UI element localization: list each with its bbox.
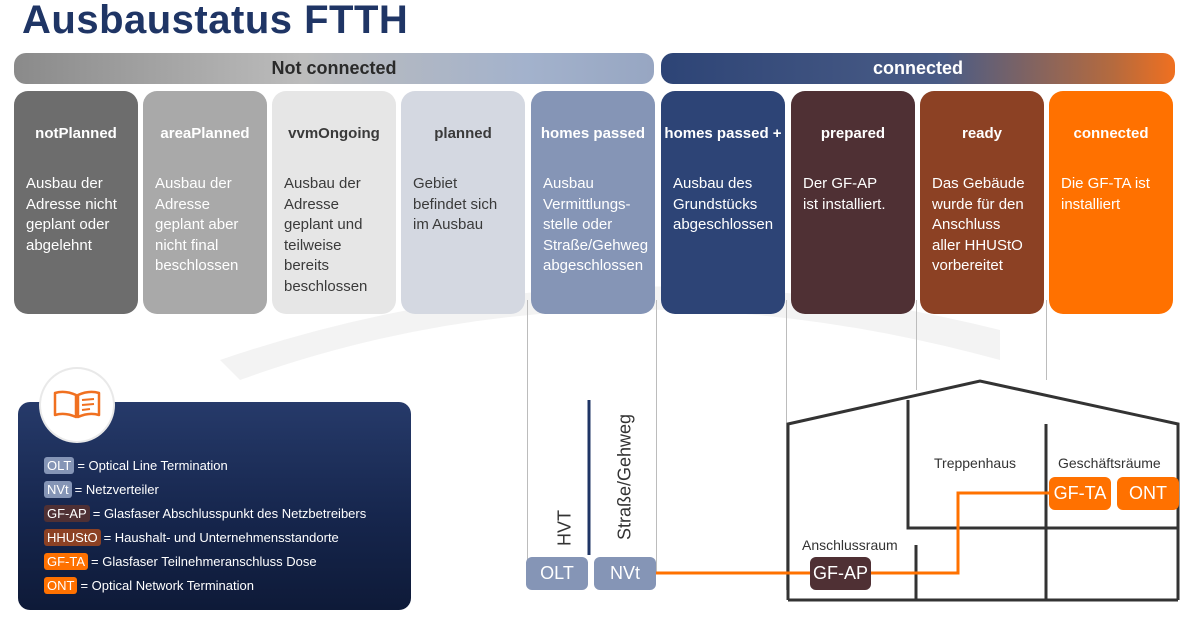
status-card-description: Ausbau der Adresse geplant aber nicht fi…	[155, 175, 239, 274]
book-icon-circle	[41, 369, 113, 441]
status-card-description: Ausbau des Grundstücks abgeschlossen	[673, 175, 774, 233]
guide-line	[656, 300, 657, 572]
guide-line	[916, 300, 917, 390]
legend-row: HHUStO= Haushalt- und Unternehmensstando…	[44, 529, 339, 546]
status-card-title: areaPlanned	[160, 125, 250, 142]
legend-abbr-tag: OLT	[44, 457, 75, 474]
geschaeftsraeume-label: Geschäftsräume	[1058, 455, 1161, 471]
gfap-box: GF-AP	[810, 557, 871, 590]
treppenhaus-label: Treppenhaus	[934, 455, 1016, 471]
legend-text: = Glasfaser Teilnehmeranschluss Dose	[91, 554, 317, 569]
legend-text: = Optical Line Termination	[77, 458, 228, 473]
status-card-description: Ausbau der Adresse geplant und teilweise…	[284, 175, 368, 295]
strasse-label: Straße/Gehweg	[614, 413, 635, 541]
nvt-box: NVt	[594, 557, 656, 590]
status-card-description: Die GF-TA ist installiert	[1061, 175, 1150, 213]
status-card-title: planned	[434, 125, 492, 142]
banner-connected: connected	[661, 53, 1175, 84]
status-card-title: ready	[961, 125, 1003, 142]
status-card-description: Gebiet befindet sich im Ausbau	[413, 175, 498, 233]
legend-text: = Netzverteiler	[74, 482, 159, 497]
status-card-description: Ausbau der Adresse nicht geplant oder ab…	[26, 175, 117, 254]
fiber-line-inhouse	[870, 491, 1050, 575]
status-card-description: Der GF-AP ist installiert.	[803, 175, 886, 213]
legend-abbr-tag: HHUStO	[44, 529, 101, 546]
page-title: Ausbaustatus FTTH	[22, 0, 409, 42]
status-card-description: Das Gebäude wurde für den Anschluss alle…	[932, 175, 1025, 274]
status-card-title: connected	[1073, 125, 1149, 142]
status-card: homes passed + Ausbau des Grundstücks abg…	[661, 91, 785, 314]
legend-text: = Glasfaser Abschlusspunkt des Netzbetre…	[92, 506, 367, 521]
legend-row: ONT= Optical Network Termination	[44, 577, 254, 594]
legend-row: NVt= Netzverteiler	[44, 481, 159, 498]
legend-row: GF-TA= Glasfaser Teilnehmeranschluss Dos…	[44, 553, 317, 570]
ont-box: ONT	[1117, 477, 1179, 510]
legend-row: GF-AP= Glasfaser Abschlusspunkt des Netz…	[44, 505, 366, 522]
legend-abbr-tag: NVt	[44, 481, 72, 498]
guide-line	[1046, 300, 1047, 380]
legend-row: OLT= Optical Line Termination	[44, 457, 228, 474]
status-card-title: homes passed	[540, 125, 646, 142]
legend-text: = Haushalt- und Unternehmensstandorte	[103, 530, 339, 545]
hvt-label: HVT	[554, 510, 575, 546]
guide-line	[527, 300, 528, 560]
legend-abbr-tag: GF-TA	[44, 553, 89, 570]
status-card-title: prepared	[820, 125, 886, 142]
status-card-title: vvmOngoing	[288, 125, 380, 142]
legend-abbr-tag: GF-AP	[44, 505, 90, 522]
legend-abbr-tag: ONT	[44, 577, 78, 594]
banner-not-connected: Not connected	[14, 53, 654, 84]
anschlussraum-label: Anschlussraum	[802, 537, 898, 553]
status-card-title: homes passed +	[664, 125, 782, 142]
status-card-description: Ausbau Vermittlungs- stelle oder Straße/…	[543, 175, 649, 274]
status-card-title: notPlanned	[35, 125, 117, 142]
gfta-box: GF-TA	[1049, 477, 1111, 510]
olt-box: OLT	[526, 557, 588, 590]
legend-text: = Optical Network Termination	[80, 578, 254, 593]
book-icon	[53, 390, 101, 419]
